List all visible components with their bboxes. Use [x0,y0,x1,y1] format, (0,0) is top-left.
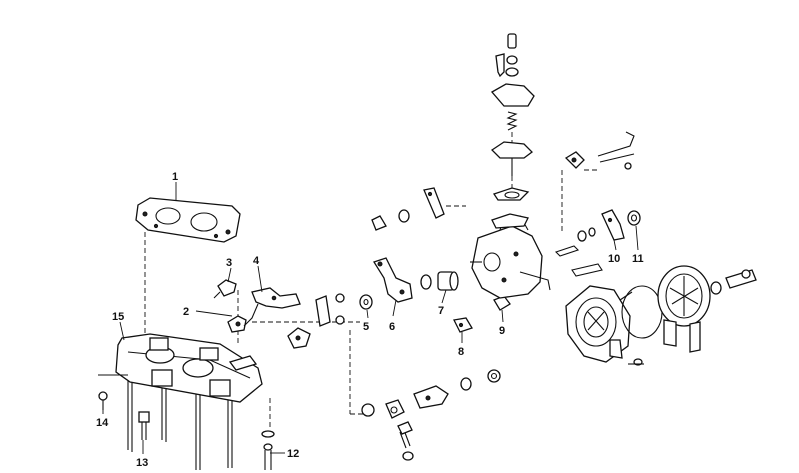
part-6-lever-arm [373,257,413,303]
callout-7: 7 [438,305,444,317]
callout-3: 3 [226,257,232,269]
part-14-screw [98,374,128,410]
part-8-bracket [453,317,473,333]
callout-15: 15 [112,311,124,323]
part-1-gasket [135,197,241,243]
part-small-screw [628,358,644,366]
carburetor-main-body [470,213,551,299]
callout-leaders [102,182,639,454]
callout-1: 1 [172,171,178,183]
part-7-bushing [420,271,459,291]
part-choke-housing [565,285,631,363]
callout-11: 11 [632,253,644,265]
part-11-washer [627,210,641,226]
callout-12: 12 [287,448,299,460]
callout-14: 14 [96,417,109,429]
part-5-washer [359,294,373,310]
callout-4: 4 [253,255,260,267]
part-body-screws [554,227,603,277]
part-2-lever [227,315,247,333]
part-linkage-cluster [287,293,345,349]
part-right-bolt [710,269,757,295]
callout-10: 10 [608,253,620,265]
callout-2: 2 [183,306,189,318]
part-15-base-body [115,333,263,470]
callout-5: 5 [363,321,369,333]
callout-6: 6 [389,321,395,333]
part-13-bolt [138,411,150,440]
part-top-right-lever [561,131,635,232]
part-top-stack [490,33,535,201]
part-10-clip [601,209,625,241]
part-3-stud [213,279,237,299]
part-4-linkage-bracket [243,287,301,327]
part-lower-linkage [361,369,501,461]
part-12-bolt [261,430,275,470]
callout-13: 13 [136,457,148,469]
callout-9: 9 [499,325,505,337]
part-choke-cover [657,265,711,353]
part-upper-linkage [371,187,466,231]
callout-8: 8 [458,346,464,358]
callout-labels: 1 2 3 4 5 6 7 8 9 10 11 12 13 14 15 [96,171,644,469]
